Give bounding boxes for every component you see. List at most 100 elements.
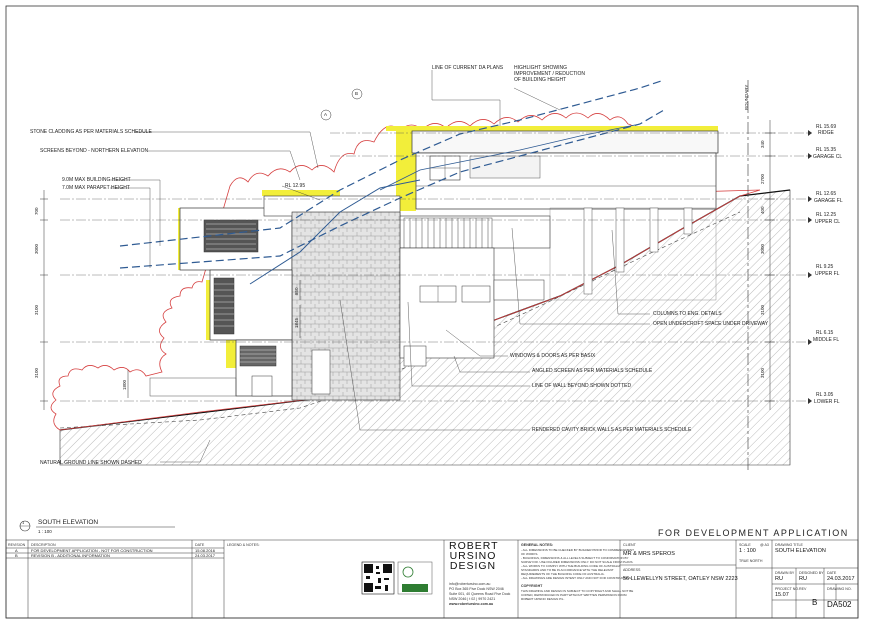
for-development-application: FOR DEVELOPMENT APPLICATION: [658, 528, 849, 538]
rev-value: B: [812, 598, 818, 607]
dim-right: 3100: [760, 304, 765, 315]
annotation-da-line: LINE OF CURRENT DA PLANS: [432, 65, 504, 71]
logo-line: URSINO: [449, 550, 497, 562]
annotation-undercroft: OPEN UNDERCROFT SPACE UNDER DRIVEWAY: [653, 321, 769, 327]
drawing-title-label: DRAWING TITLE: [775, 543, 803, 547]
da-line-solid-2: [379, 123, 641, 191]
dim-left: 700: [34, 207, 39, 215]
dim-right: 400: [760, 206, 765, 214]
annotation-max-building: 9.0M MAX BUILDING HEIGHT: [62, 177, 131, 183]
rev-label: REV: [799, 587, 807, 591]
highlight-roof: [386, 126, 718, 131]
garage-level: [415, 152, 717, 210]
annotation-natural-ground: NATURAL GROUND LINE SHOWN DASHED: [40, 460, 142, 466]
revision-row-desc: FOR DEVELOPMENT APPLICATION - NOT FOR CO…: [31, 548, 153, 553]
level-name: MIDDLE FL: [813, 337, 840, 343]
boundary-label: BOUNDARY: [744, 84, 749, 110]
designed-by: RU: [799, 576, 807, 582]
middle-wall: [399, 247, 495, 359]
view-title: SOUTH ELEVATION: [38, 519, 99, 526]
client-name: MR & MRS SPEROS: [623, 551, 675, 557]
section-marker-b: B: [355, 91, 359, 96]
drawing-no-label: DRAWING NO.: [827, 587, 852, 591]
general-note: OF WORKS.: [521, 552, 539, 556]
general-note: REQUIREMENTS OF THE BUILDING CODE OF AUS…: [521, 572, 605, 576]
lower-door: [251, 375, 273, 397]
revision-row-rev: A: [15, 548, 18, 553]
annotation-highlight-1: HIGHLIGHT SHOWING: [514, 65, 567, 71]
annotation-columns: COLUMNS TO ENG. DETAILS: [653, 311, 722, 317]
annotation-windows-doors: WINDOWS & DOORS AS PER BASIX: [510, 353, 596, 359]
drawn-by-label: DRAWN BY: [775, 571, 795, 575]
middle-screen: [213, 277, 235, 335]
lower-terrace: [149, 377, 237, 397]
drawing-no: DA502: [827, 600, 852, 609]
legend-notes-label: LEGEND & NOTES:: [227, 543, 260, 547]
dimension-mid: [127, 280, 301, 398]
upper-deck-screen: [403, 217, 493, 249]
view-number: 1: [22, 520, 25, 525]
section-markers: [320, 88, 363, 121]
level-rl: RL 15.69: [816, 124, 837, 130]
view-scale: 1 : 100: [38, 529, 52, 534]
middle-window-2: [461, 285, 491, 303]
project-no-label: PROJECT NO.: [775, 587, 800, 591]
company-logo: ROBERT URSINO DESIGN: [449, 540, 499, 572]
dim-right: 3000: [760, 243, 765, 254]
revision-row-date: 15.08.2016: [195, 548, 216, 553]
level-rl: RL 12.25: [816, 212, 837, 218]
logo-line: ROBERT: [449, 540, 499, 552]
upper-screen: [203, 219, 259, 253]
annotation-angled-screen: ANGLED SCREEN AS PER MATERIALS SCHEDULE: [532, 368, 653, 374]
general-notes-title: GENERAL NOTES:: [521, 543, 554, 547]
da-line-solid: [249, 179, 421, 285]
address-label: ADDRESS: [623, 568, 641, 572]
level-rl: RL 15.35: [816, 147, 837, 153]
annotation-rendered-walls: RENDERED CAVITY BRICK WALLS AS PER MATER…: [532, 427, 692, 433]
contact-line: PO Box 365 Five Dock NSW 2046: [449, 587, 504, 591]
undercroft: [549, 207, 717, 301]
column-1: [583, 207, 593, 295]
dim-left: 3000: [34, 243, 39, 254]
da-line-lower: [119, 109, 665, 269]
general-note: - ALL DRAWINGS ARE DESIGN INTENT ONLY AN…: [521, 576, 632, 580]
natural-ground-line: [59, 211, 741, 429]
address: 56 LLEWELLYN STREET, OATLEY NSW 2223: [623, 576, 738, 582]
designed-by-label: DESIGNED BY: [799, 571, 824, 575]
dim-right: 3100: [760, 367, 765, 378]
level-rl: RL 12.65: [816, 191, 837, 197]
level-name: RIDGE: [818, 130, 834, 136]
dim-mid: 1845: [294, 317, 299, 328]
highlight-lower-left: [226, 340, 236, 368]
annotation-stone-cladding: STONE CLADDING AS PER MATERIALS SCHEDULE: [30, 129, 152, 135]
contact-line: Suite 001, 40 Queens Road Five Dock: [449, 592, 511, 596]
copyright-title: COPYRIGHT: [521, 584, 543, 588]
garage-screen: [469, 155, 541, 179]
annotation-screens-beyond: SCREENS BEYOND - NORTHERN ELEVATION: [40, 148, 149, 154]
level-name: GARAGE CL: [813, 154, 843, 160]
title-block-frame: [5, 539, 859, 619]
lower-screen: [239, 345, 277, 367]
highlight-garage-wall: [396, 131, 416, 211]
revision-row-date: 24.03.2017: [195, 553, 216, 558]
annotation-line-of-wall: LINE OF WALL BEYOND SHOWN DOTTED: [532, 383, 632, 389]
general-note: - ALL WORKS TO COMPLY WITH THE BUILDING …: [521, 564, 621, 568]
dimension-right: [765, 120, 775, 410]
general-note: - ALL DIMENSIONS TO BE CHECKED BY BUILDE…: [521, 548, 634, 552]
annotation-highlight-3: OF BUILDING HEIGHT: [514, 77, 567, 83]
annotation-rl-1295: RL 12.95: [285, 183, 306, 189]
level-lines: [60, 132, 812, 402]
general-note: STANDARDS AND TO BE IN ACCORDANCE WITH T…: [521, 568, 614, 572]
sheet-size: @ A3: [760, 543, 769, 547]
logo-line: DESIGN: [449, 560, 497, 572]
badge-green-strip: [402, 584, 428, 592]
level-markers: [808, 130, 812, 404]
column-3: [649, 207, 659, 253]
level-name: UPPER CL: [815, 219, 841, 225]
level-rl: RL 6.15: [816, 330, 834, 336]
revision-row-desc: REVISION B - ADDITIONAL INFORMATION: [31, 553, 110, 558]
client-label: CLIENT: [623, 543, 636, 547]
da-line-upper: [119, 79, 665, 247]
